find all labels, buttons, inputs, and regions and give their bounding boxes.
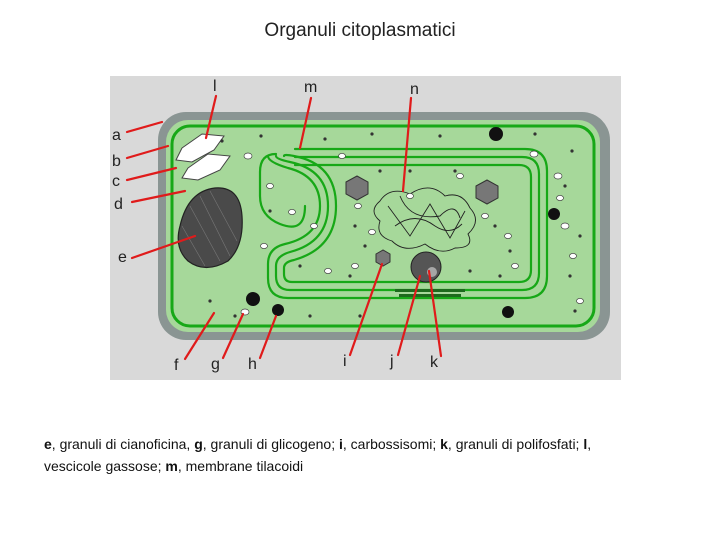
caption-key: k	[440, 436, 448, 452]
thylakoid-membranes	[258, 147, 549, 300]
label-f: f	[174, 357, 179, 374]
cytoplasmic-vesicles	[240, 150, 584, 316]
caption-key: m	[165, 458, 178, 474]
caption-text: , granuli di polifosfati;	[447, 436, 584, 452]
plasma-membrane	[170, 124, 596, 328]
caption-text: , vescicole gassose;	[44, 436, 592, 474]
nucleoid	[373, 187, 476, 252]
carboxysomes	[345, 175, 499, 267]
label-m: m	[304, 79, 317, 96]
label-g: g	[211, 356, 220, 373]
label-a: a	[112, 127, 121, 144]
label-h: h	[248, 356, 257, 373]
caption-key: e	[44, 436, 52, 452]
glycogen-granules	[208, 132, 582, 318]
caption-text: , carbossisomi;	[342, 436, 441, 452]
cytoplasm	[166, 120, 600, 332]
label-b: b	[112, 153, 121, 170]
cyanobacterium-cell-diagram: a b c d e f g h i j k l m n	[110, 76, 621, 380]
polyphosphate-granule	[410, 251, 442, 283]
dark-granules	[246, 127, 560, 318]
label-k: k	[430, 354, 439, 371]
label-c: c	[112, 173, 120, 190]
caption-text: , granuli di cianoficina,	[51, 436, 195, 452]
label-i: i	[343, 353, 347, 370]
phycobilisomes	[395, 289, 465, 297]
figure-caption: e, granuli di cianoficina, g, granuli di…	[44, 433, 644, 477]
gas-vesicles	[175, 133, 231, 181]
caption-text: , membrane tilacoidi	[177, 458, 304, 474]
caption-key: l	[583, 436, 588, 452]
caption-text: , granuli di glicogeno;	[202, 436, 339, 452]
pointer-lines	[125, 94, 443, 361]
page-title: Organuli citoplasmatici	[264, 20, 456, 41]
label-d: d	[114, 196, 123, 213]
label-l: l	[213, 78, 217, 95]
caption-key: g	[194, 436, 203, 452]
label-j: j	[389, 353, 394, 370]
label-e: e	[118, 249, 127, 266]
caption-key: i	[338, 436, 343, 452]
label-n: n	[410, 81, 419, 98]
